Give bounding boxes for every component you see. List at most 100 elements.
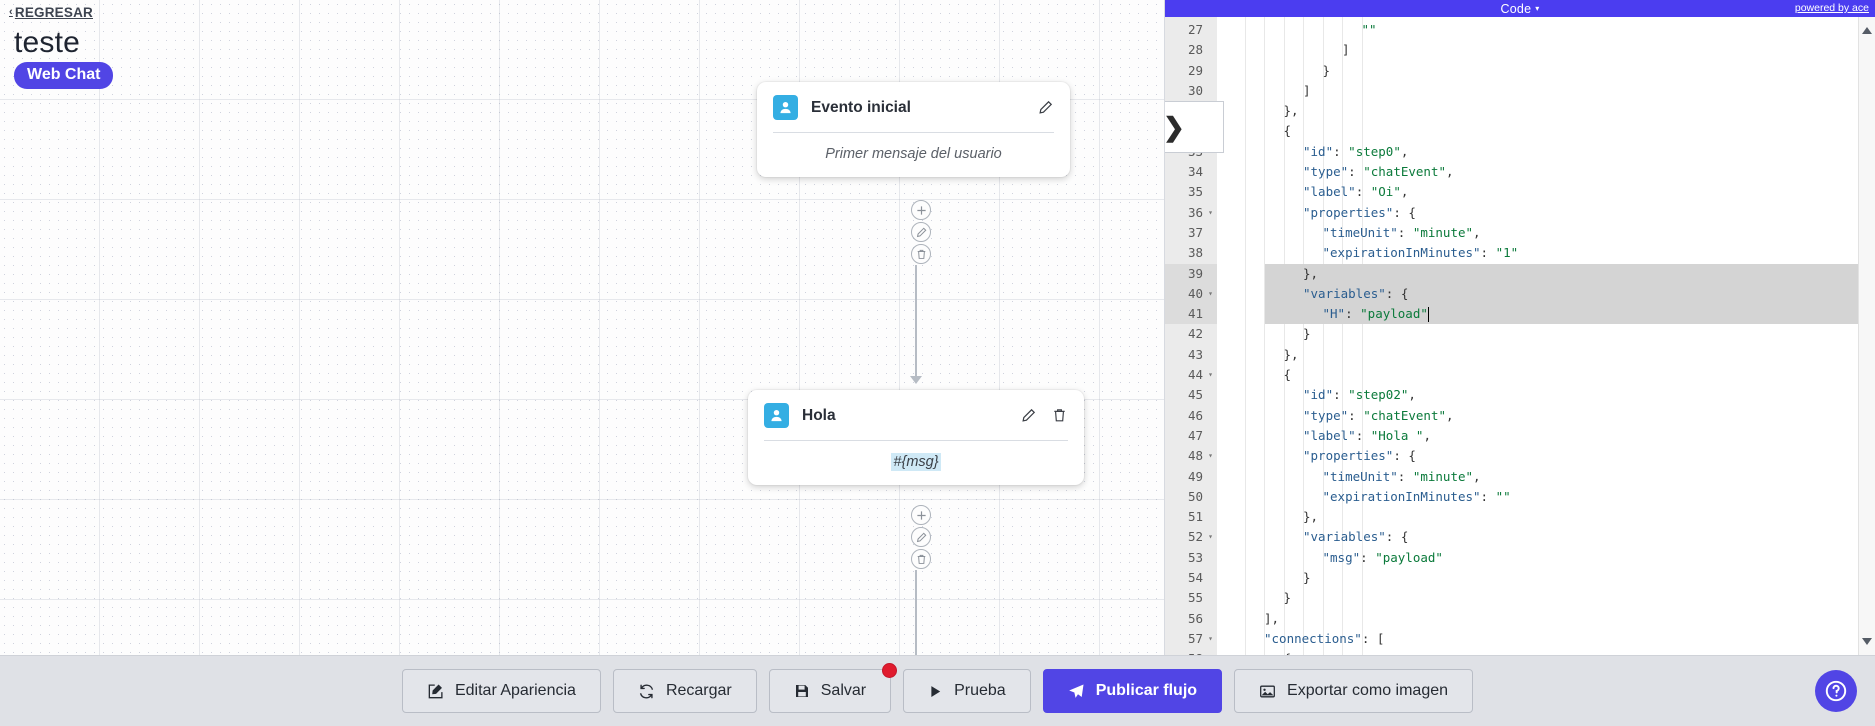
gutter-line-number[interactable]: 38 (1187, 245, 1203, 261)
gutter-line-number[interactable]: 50 (1187, 488, 1203, 504)
edit-icon[interactable] (1036, 99, 1054, 117)
gutter-line-number[interactable]: 29 (1187, 62, 1203, 78)
code-line[interactable]: }, (1217, 507, 1875, 527)
code-line[interactable]: "id": "step0", (1217, 142, 1875, 162)
node-connector-controls-2[interactable] (908, 505, 934, 571)
gutter-line-number[interactable]: 49 (1187, 468, 1203, 484)
code-token: ] (1303, 82, 1311, 98)
gutter-line-number[interactable]: 54 (1187, 570, 1203, 586)
gutter-line-number[interactable]: 34 (1187, 164, 1203, 180)
gutter-line-number[interactable]: 40▾ (1165, 283, 1217, 305)
fold-toggle-icon[interactable]: ▾ (1208, 451, 1213, 461)
fold-toggle-icon[interactable]: ▾ (1208, 633, 1213, 643)
gutter-line-number[interactable]: 58▾ (1165, 649, 1217, 655)
toolbar-button-recargar[interactable]: Recargar (612, 669, 757, 713)
code-line[interactable]: "msg": "payload" (1217, 548, 1875, 568)
code-line[interactable]: "expirationInMinutes": "" (1217, 487, 1875, 507)
code-line[interactable]: } (1217, 568, 1875, 588)
code-editor-panel[interactable]: Code ▾ powered by ace 272829303132▾33343… (1164, 0, 1875, 655)
code-line[interactable]: "expirationInMinutes": "1" (1217, 243, 1875, 263)
code-line[interactable]: "H": "payload" (1217, 304, 1875, 324)
help-circle-icon[interactable] (1815, 670, 1857, 712)
code-editor-title-dropdown[interactable]: Code ▾ (1501, 2, 1540, 16)
toolbar-button-salvar[interactable]: Salvar (768, 663, 898, 713)
code-line[interactable]: } (1217, 588, 1875, 608)
code-line[interactable]: "variables": { (1217, 527, 1875, 547)
gutter-line-number[interactable]: 52▾ (1165, 527, 1217, 547)
edit-icon[interactable] (911, 222, 931, 242)
code-editor-area[interactable]: 272829303132▾33343536▾37383940▾41424344▾… (1165, 17, 1875, 655)
edit-icon[interactable] (911, 527, 931, 547)
scroll-up-arrow-icon[interactable] (1862, 27, 1872, 34)
back-link[interactable]: ‹ REGRESAR (9, 5, 93, 20)
code-line[interactable]: "" (1217, 20, 1875, 40)
gutter-line-number[interactable]: 48▾ (1165, 446, 1217, 466)
code-line[interactable]: "variables": { (1217, 284, 1875, 304)
toolbar-button-editar-apariencia[interactable]: Editar Apariencia (401, 669, 601, 713)
gutter-line-number[interactable]: 43 (1187, 346, 1203, 362)
gutter-line-number[interactable]: 44▾ (1165, 365, 1217, 385)
code-line[interactable]: } (1217, 324, 1875, 344)
code-fold-widget[interactable]: ❯ (1165, 101, 1224, 153)
code-line[interactable]: "type": "chatEvent", (1217, 406, 1875, 426)
fold-toggle-icon[interactable]: ▾ (1206, 649, 1213, 655)
fold-toggle-icon[interactable]: ▾ (1208, 532, 1213, 542)
flow-node-evento-inicial[interactable]: Evento inicial Primer mensaje del usuari… (757, 82, 1070, 177)
code-content[interactable]: ""]}]},{"id": "step0","type": "chatEvent… (1217, 17, 1875, 655)
flow-node-hola[interactable]: Hola #{msg} (748, 390, 1084, 485)
code-line[interactable]: ] (1217, 81, 1875, 101)
code-line[interactable]: ] (1217, 40, 1875, 60)
code-editor-scrollbar[interactable] (1858, 17, 1875, 655)
gutter-line-number[interactable]: 36▾ (1165, 203, 1217, 223)
delete-icon[interactable] (911, 244, 931, 264)
delete-icon[interactable] (911, 549, 931, 569)
code-line[interactable]: }, (1217, 101, 1875, 121)
code-line[interactable]: ], (1217, 609, 1875, 629)
flow-canvas[interactable]: ‹ REGRESAR teste Web Chat Evento inicial (0, 0, 1164, 655)
gutter-line-number[interactable]: 51 (1187, 509, 1203, 525)
scroll-down-arrow-icon[interactable] (1862, 638, 1872, 645)
code-line[interactable]: } (1217, 61, 1875, 81)
code-line[interactable]: "label": "Oi", (1217, 182, 1875, 202)
gutter-line-number[interactable]: 56 (1187, 610, 1203, 626)
node-connector-controls-1[interactable] (908, 200, 934, 266)
gutter-line-number[interactable]: 55 (1187, 590, 1203, 606)
code-line[interactable]: { (1217, 649, 1875, 655)
gutter-line-number[interactable]: 42 (1187, 326, 1203, 342)
toolbar-button-prueba[interactable]: Prueba (903, 669, 1031, 713)
code-line[interactable]: "properties": { (1217, 446, 1875, 466)
fold-toggle-icon[interactable]: ▾ (1208, 370, 1213, 380)
code-line[interactable]: }, (1217, 264, 1875, 284)
gutter-line-number[interactable]: 28 (1187, 42, 1203, 58)
gutter-line-number[interactable]: 53 (1187, 549, 1203, 565)
code-line[interactable]: "timeUnit": "minute", (1217, 467, 1875, 487)
toolbar-button-exportar-como-imagen[interactable]: Exportar como imagen (1234, 669, 1474, 713)
fold-toggle-icon[interactable]: ▾ (1208, 288, 1213, 298)
gutter-line-number[interactable]: 39 (1165, 263, 1217, 284)
gutter-line-number[interactable]: 46 (1187, 407, 1203, 423)
gutter-line-number[interactable]: 30 (1187, 82, 1203, 98)
code-line[interactable]: "label": "Hola ", (1217, 426, 1875, 446)
powered-by-ace-link[interactable]: powered by ace (1794, 2, 1869, 14)
gutter-line-number[interactable]: 45 (1187, 387, 1203, 403)
code-line[interactable]: { (1217, 365, 1875, 385)
gutter-line-number[interactable]: 35 (1187, 184, 1203, 200)
gutter-line-number[interactable]: 27 (1187, 22, 1203, 37)
add-icon[interactable] (911, 200, 931, 220)
delete-icon[interactable] (1050, 407, 1068, 425)
add-icon[interactable] (911, 505, 931, 525)
toolbar-button-publicar-flujo[interactable]: Publicar flujo (1042, 669, 1223, 713)
gutter-line-number[interactable]: 37 (1187, 224, 1203, 240)
gutter-line-number[interactable]: 47 (1187, 427, 1203, 443)
fold-toggle-icon[interactable]: ▾ (1208, 207, 1213, 217)
gutter-line-number[interactable]: 41 (1165, 304, 1217, 325)
code-line[interactable]: "timeUnit": "minute", (1217, 223, 1875, 243)
code-line[interactable]: "type": "chatEvent", (1217, 162, 1875, 182)
code-line[interactable]: { (1217, 121, 1875, 141)
code-line[interactable]: }, (1217, 345, 1875, 365)
edit-icon[interactable] (1019, 407, 1037, 425)
code-line[interactable]: "connections": [ (1217, 629, 1875, 649)
gutter-line-number[interactable]: 57▾ (1165, 629, 1217, 649)
code-line[interactable]: "properties": { (1217, 203, 1875, 223)
code-line[interactable]: "id": "step02", (1217, 385, 1875, 405)
